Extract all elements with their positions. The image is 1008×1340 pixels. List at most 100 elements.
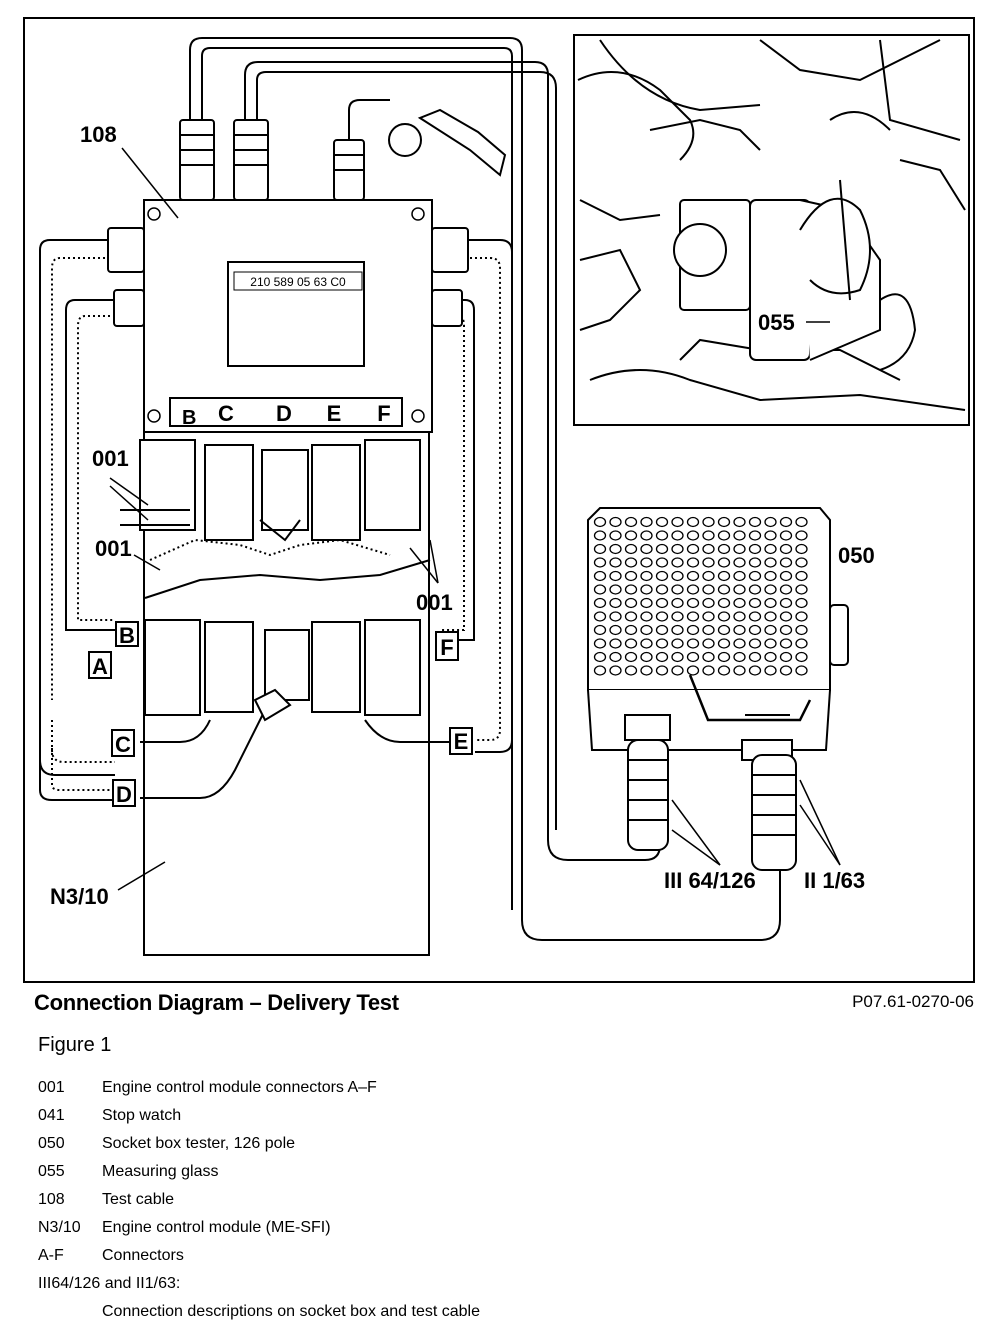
socket-pin (748, 665, 762, 676)
test-cable-108: 210 589 05 63 C0 B C D E F (143, 199, 433, 433)
socket-pin (686, 584, 700, 595)
socket-pin (717, 597, 731, 609)
socket-pin (733, 611, 746, 622)
socket-pin (624, 543, 638, 555)
socket-pin (593, 651, 607, 663)
legend-note-heading: III64/126 and II1/63: (38, 1275, 181, 1292)
socket-pin (733, 597, 746, 609)
socket-pin (609, 611, 622, 622)
socket-pin (717, 570, 731, 582)
socket-pin (764, 570, 777, 582)
socket-pin (779, 597, 793, 609)
socket-pin (609, 516, 622, 528)
socket-pin (702, 611, 715, 622)
socket-pin (609, 543, 622, 555)
socket-pin (795, 611, 808, 622)
socket-pin (686, 530, 700, 541)
socket-pin (686, 611, 700, 622)
socket-pin (717, 557, 731, 568)
socket-pin (717, 638, 731, 649)
label-001-right: 001 (416, 590, 453, 615)
socket-pin (702, 638, 715, 649)
socket-pin (624, 530, 638, 541)
socket-pin (624, 597, 638, 609)
socket-pin (686, 570, 700, 582)
socket-pin (748, 624, 762, 636)
socket-pin (702, 651, 715, 663)
socket-pin (764, 651, 777, 663)
socket-pin (733, 651, 746, 663)
socket-pin (764, 597, 777, 609)
label-n3-10: N3/10 (50, 884, 109, 909)
socket-pin (609, 584, 622, 595)
socket-pin (779, 530, 793, 541)
socket-pin (702, 665, 715, 676)
socket-pin (733, 557, 746, 568)
socket-pin (671, 597, 684, 609)
module-part-number: 210 589 05 63 C0 (250, 275, 346, 289)
socket-pin (686, 651, 700, 663)
socket-pin (593, 597, 607, 609)
socket-pin (748, 530, 762, 541)
socket-pin (593, 665, 607, 676)
test-cable-side-plugs (107, 227, 469, 327)
port-plug-iii (624, 714, 671, 851)
socket-pin (748, 611, 762, 622)
connector-letter-boxes (88, 621, 473, 807)
socket-pin (717, 665, 731, 676)
socket-pin (671, 570, 684, 582)
socket-pin (702, 584, 715, 595)
socket-pin (733, 624, 746, 636)
caption-title: Connection Diagram – Delivery Test (34, 990, 399, 1015)
label-port-ii: II 1/63 (804, 868, 865, 893)
socket-box-050 (587, 507, 849, 871)
label-001-middle: 001 (95, 536, 132, 561)
socket-pin (593, 516, 607, 528)
socket-pin (764, 624, 777, 636)
socket-pin (764, 584, 777, 595)
socket-pin (733, 665, 746, 676)
socket-pin (609, 570, 622, 582)
socket-pin (702, 516, 715, 528)
socket-pin (593, 570, 607, 582)
socket-pin (702, 597, 715, 609)
strip-letter-e: E (327, 401, 342, 426)
socket-pin (717, 543, 731, 555)
socket-pin (624, 611, 638, 622)
socket-pin (671, 543, 684, 555)
socket-pin (655, 638, 669, 649)
socket-pin (624, 651, 638, 663)
connector-a-label: A (92, 654, 108, 679)
socket-pin (748, 557, 762, 568)
socket-pin (640, 557, 653, 568)
socket-pin (748, 597, 762, 609)
socket-pin (655, 597, 669, 609)
socket-pin (640, 570, 653, 582)
socket-pin (795, 638, 808, 649)
socket-pin (624, 584, 638, 595)
socket-pin (702, 543, 715, 555)
socket-pin (640, 638, 653, 649)
socket-pin (748, 543, 762, 555)
ecm-connectors-lower (144, 619, 421, 722)
connector-c-label: C (115, 732, 131, 757)
cables-to-socket-box (189, 37, 781, 941)
socket-pin (764, 638, 777, 649)
socket-pin (593, 584, 607, 595)
socket-pin (795, 530, 808, 541)
label-108: 108 (80, 122, 117, 147)
socket-pin (624, 638, 638, 649)
figure-label: Figure 1 (38, 1034, 112, 1056)
socket-pins (593, 516, 808, 676)
socket-pin (795, 651, 808, 663)
socket-pin (748, 584, 762, 595)
socket-pin (624, 557, 638, 568)
socket-pin (764, 665, 777, 676)
socket-pin (779, 543, 793, 555)
socket-pin (702, 530, 715, 541)
socket-pin (671, 516, 684, 528)
